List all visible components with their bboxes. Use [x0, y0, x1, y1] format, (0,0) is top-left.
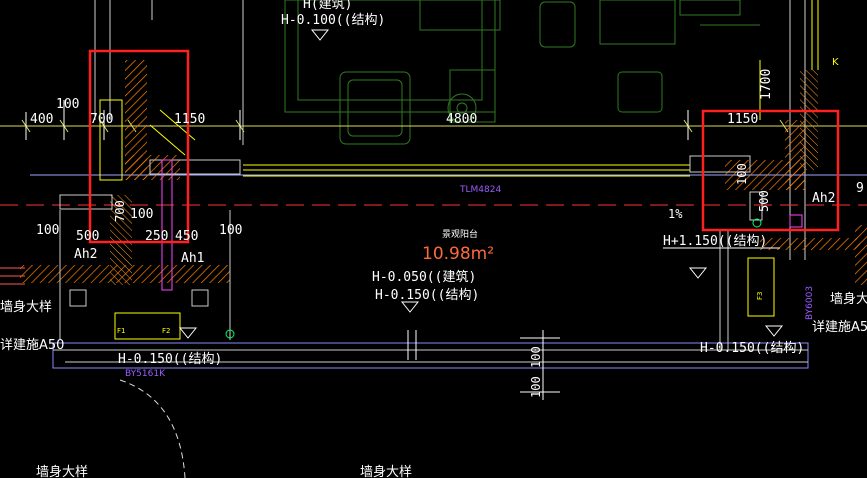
dim-100-right-vertical: 100 — [735, 163, 749, 185]
wall-detail-left: 墙身大样 — [0, 299, 52, 315]
f2-label: F2 — [162, 327, 170, 335]
bysk-tag: BY5161K — [125, 369, 166, 379]
wall-detail-bottom-1: 墙身大样 — [36, 464, 88, 478]
dim-100-center-1: 100 — [529, 346, 543, 368]
k-label: K — [832, 57, 839, 68]
highlight-box-right — [701, 109, 840, 232]
furniture-layer — [284, 0, 760, 145]
num-9-label: 9 — [856, 181, 864, 196]
level-top-arch: H(建筑) — [303, 0, 352, 12]
level-bottom-right: H-0.150((结构) — [700, 341, 804, 356]
detail-ref-right: 详建施A50 — [812, 320, 867, 335]
dim-1150-right: 1150 — [727, 112, 758, 127]
slope-label: 1% — [668, 207, 683, 221]
room-area: 10.98m² — [422, 244, 494, 264]
right-wall — [689, 70, 867, 351]
dim-250: 250 — [145, 229, 168, 244]
level-markers — [178, 29, 784, 339]
detail-ref-left: 详建施A50 — [0, 338, 64, 353]
dim-1700: 1700 — [759, 69, 774, 100]
f1-label: F1 — [117, 327, 125, 335]
tag-ah1: Ah1 — [181, 251, 204, 266]
dim-100-vertical: 100 — [130, 207, 153, 222]
level-bottom-left: H-0.150((结构) — [118, 352, 222, 367]
dim-700-vertical: 700 — [113, 200, 127, 222]
level-mid-arch: H-0.050((建筑) — [372, 269, 476, 285]
window-tag: TLM4824 — [459, 185, 501, 195]
upper-guides — [94, 0, 806, 260]
dim-100-center-2: 100 — [529, 376, 543, 398]
wall-detail-right: 墙身大样 — [830, 291, 867, 307]
dim-400: 400 — [30, 112, 53, 127]
level-mid-struct: H-0.150((结构) — [375, 288, 479, 303]
f3-label: F3 — [756, 292, 764, 300]
highlight-box-left — [88, 49, 190, 244]
dim-100-bottom-1: 100 — [36, 223, 59, 238]
level-top-struct: H-0.100((结构) — [281, 13, 385, 28]
wall-detail-bottom-2: 墙身大样 — [360, 464, 412, 478]
dim-ext-lines — [25, 100, 689, 140]
dim-700: 700 — [90, 112, 113, 127]
center-vertical-dim — [407, 330, 560, 400]
lower-left-details — [0, 210, 762, 478]
dim-500-left: 500 — [76, 229, 99, 244]
tag-ah2-left: Ah2 — [74, 247, 97, 262]
dim-4800: 4800 — [446, 112, 477, 127]
dim-500-vertical: 500 — [757, 190, 771, 212]
dim-100-left: 100 — [56, 97, 79, 112]
dim-100-bottom-2: 100 — [219, 223, 242, 238]
tag-ah2-right: Ah2 — [812, 191, 835, 206]
left-wall — [20, 60, 241, 291]
vertical-tag-right: BY6003 — [805, 286, 815, 320]
dim-450: 450 — [175, 229, 198, 244]
dim-1150-left: 1150 — [174, 112, 205, 127]
room-name: 景观阳台 — [442, 228, 478, 240]
level-right-upper: H+1.150((结构) — [663, 234, 767, 249]
